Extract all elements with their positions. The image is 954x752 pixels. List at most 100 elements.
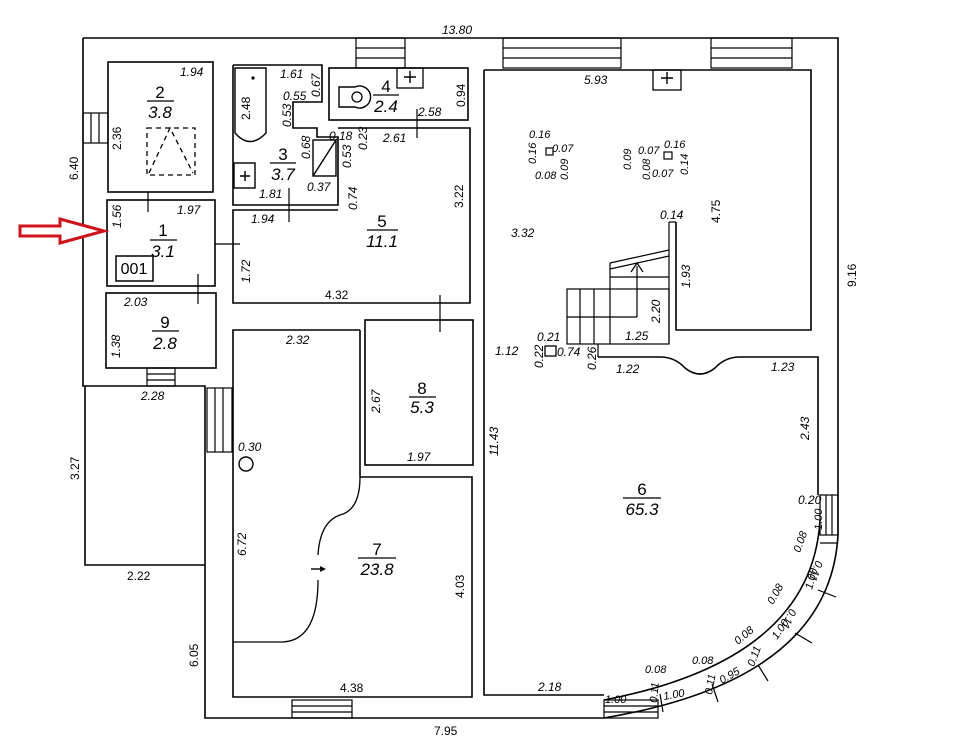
dim: 0.08 (765, 581, 787, 606)
entrance-code-box (115, 255, 154, 282)
dim: 4.38 (340, 681, 364, 695)
dim: 0.11 (703, 673, 718, 695)
room-2 (107, 61, 214, 212)
room-7 (232, 329, 473, 698)
room-label-6: 6 65.3 (623, 480, 661, 519)
toilet-icon (338, 85, 372, 109)
dim: 4.32 (325, 288, 349, 302)
dim: 0.74 (346, 186, 360, 210)
dim: 2.36 (110, 126, 124, 150)
svg-text:6: 6 (637, 480, 646, 499)
dim: 0.26 (585, 346, 599, 370)
dim: 4.03 (453, 574, 467, 598)
svg-text:7: 7 (372, 540, 381, 559)
dim: 2.18 (537, 680, 562, 694)
svg-text:65.3: 65.3 (625, 500, 659, 519)
column-icon (544, 345, 557, 357)
dim: 1.93 (679, 264, 693, 288)
dim: 2.22 (127, 569, 151, 583)
window (146, 367, 176, 387)
dim: 0.14 (679, 154, 691, 175)
dim: 2.67 (369, 388, 383, 414)
room-label-5: 5 11.1 (366, 212, 398, 251)
water-heater-icon (312, 139, 337, 177)
window (819, 494, 839, 536)
dim: 2.03 (123, 295, 148, 309)
window (502, 37, 622, 69)
dim: 0.21 (537, 330, 560, 344)
dim: 1.00 (803, 566, 820, 591)
dim: 0.16 (664, 139, 686, 151)
svg-text:8: 8 (417, 379, 426, 398)
sink-icon (233, 162, 256, 189)
room-6 (483, 69, 819, 696)
dim: 2.43 (798, 416, 812, 441)
dim-overall-top: 13.80 (442, 23, 472, 37)
dim: 2.20 (649, 299, 663, 324)
dim: 0.07 (638, 145, 660, 157)
dim: 0.08 (792, 529, 811, 554)
svg-text:1: 1 (158, 221, 167, 240)
dim: 0.22 (532, 344, 546, 368)
column-icon (238, 456, 254, 472)
dim: 0.18 (329, 129, 353, 143)
room-4 (328, 67, 469, 138)
svg-text:2: 2 (155, 83, 164, 102)
bathtub-icon (234, 67, 267, 143)
dim: 0.08 (732, 624, 757, 648)
dim: 1.81 (259, 187, 282, 201)
dim: 3.32 (511, 226, 535, 240)
dim: 0.95 (718, 665, 743, 687)
svg-text:2.4: 2.4 (373, 97, 398, 116)
room-9 (105, 292, 217, 369)
svg-text:9: 9 (160, 313, 169, 332)
dim-overall-right: 9.16 (845, 263, 859, 287)
dim: 0.16 (527, 142, 539, 164)
dim: 2.48 (239, 96, 253, 120)
dim: 0.55 (283, 89, 307, 103)
dim: 1.00 (662, 687, 686, 703)
window (710, 37, 793, 69)
room-label-7: 7 23.8 (358, 540, 396, 579)
sink-icon (652, 69, 682, 91)
svg-text:5.3: 5.3 (410, 398, 434, 417)
dim: 0.09 (622, 149, 634, 170)
dim: 0.09 (559, 159, 571, 180)
entrance-arrow-icon (18, 217, 110, 245)
room-label-8: 8 5.3 (409, 379, 436, 417)
dim: 1.22 (616, 362, 640, 376)
dim: 0.74 (557, 345, 581, 359)
dim: 1.38 (109, 334, 123, 358)
window (206, 387, 233, 453)
dim: 0.30 (238, 440, 262, 454)
dim: 2.28 (140, 389, 165, 403)
porch (84, 386, 205, 566)
svg-text:2.8: 2.8 (152, 334, 177, 353)
dim: 0.14 (660, 208, 684, 222)
dim: 0.07 (552, 143, 574, 155)
room-label-4: 4 2.4 (373, 77, 399, 116)
room-5 (232, 127, 471, 332)
dim: 1.94 (180, 65, 204, 79)
dim: 1.72 (239, 259, 253, 283)
dim: 0.16 (529, 129, 551, 141)
svg-text:11.1: 11.1 (366, 232, 398, 251)
window (355, 37, 406, 69)
dim: 6.72 (235, 532, 249, 556)
dim: 1.23 (771, 360, 795, 374)
dim: 0.07 (652, 168, 674, 180)
svg-text:3.7: 3.7 (271, 165, 295, 184)
sink-icon (396, 67, 424, 89)
dim: 4.75 (709, 199, 723, 223)
room-label-1: 1 3.1 (150, 221, 177, 261)
dim: 1.94 (251, 212, 275, 226)
dim: 0.11 (648, 682, 662, 704)
svg-text:5: 5 (377, 212, 386, 231)
room-label-2: 2 3.8 (147, 83, 174, 122)
dim-overall-bottom: 7.95 (434, 724, 458, 738)
dim: 0.37 (307, 180, 332, 194)
column-icon (545, 147, 554, 156)
dim: 1.00 (605, 694, 627, 706)
dim: 0.94 (454, 83, 468, 107)
exterior-walls (82, 37, 839, 719)
